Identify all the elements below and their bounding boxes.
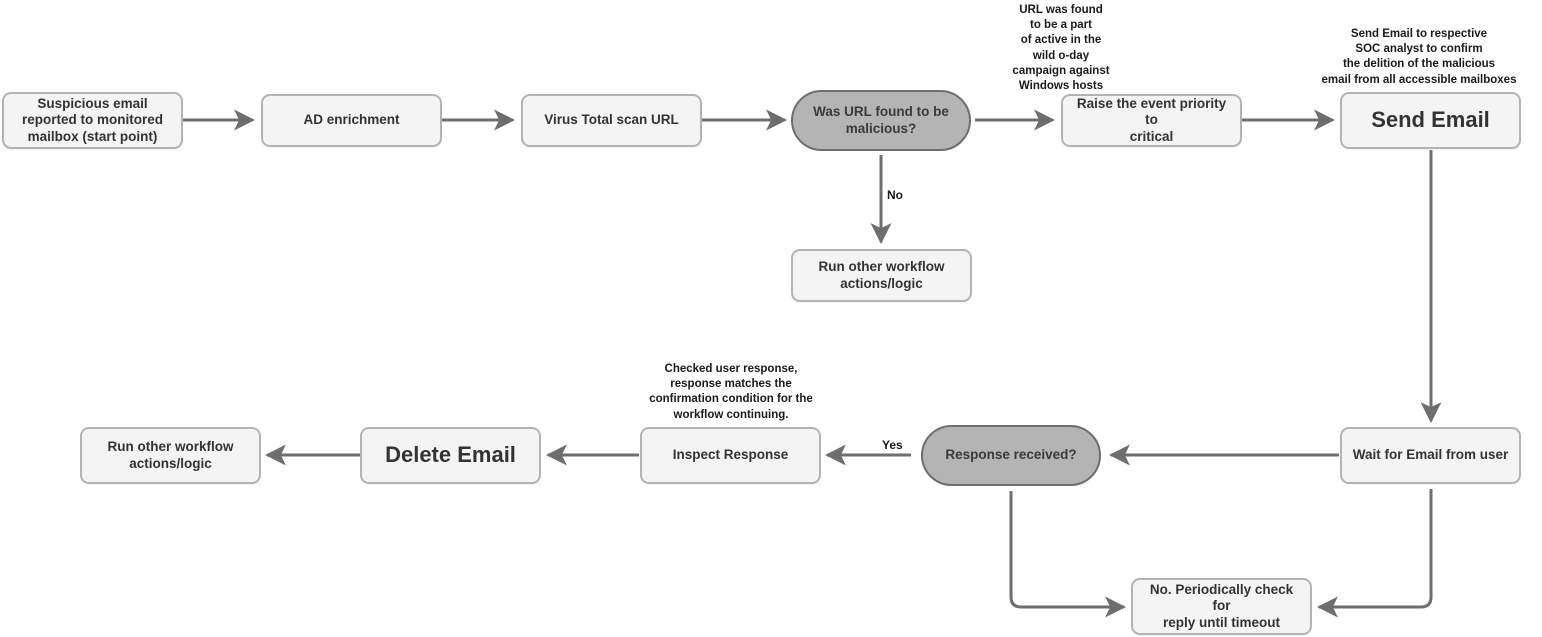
node-decision-response-received[interactable]: Response received? — [921, 425, 1101, 486]
node-timeout-periodic-check[interactable]: No. Periodically check for reply until t… — [1131, 578, 1312, 635]
node-label: Send Email — [1371, 107, 1490, 133]
edge-response-no-to-timeout — [1009, 491, 1127, 618]
edge-note-checked-user-response: Checked user response, response matches … — [649, 363, 813, 421]
node-virus-total-scan-url[interactable]: Virus Total scan URL — [521, 94, 702, 147]
edge-note-url-found: URL was found to be a part of active in … — [1012, 4, 1110, 92]
node-label: Suspicious email reported to monitored m… — [22, 95, 163, 144]
node-ad-enrichment[interactable]: AD enrichment — [261, 94, 442, 147]
node-wait-for-email[interactable]: Wait for Email from user — [1340, 427, 1521, 484]
node-label: Raise the event priority to critical — [1076, 95, 1227, 144]
node-label: No. Periodically check for reply until t… — [1149, 581, 1294, 630]
edge-label-yes: Yes — [882, 438, 903, 452]
node-label: Wait for Email from user — [1352, 447, 1509, 463]
edge-label-no: No — [887, 188, 903, 202]
node-label: Response received? — [945, 447, 1077, 463]
node-label: Inspect Response — [672, 447, 789, 463]
node-label: Run other workflow actions/logic — [107, 439, 234, 471]
node-label: Delete Email — [385, 442, 516, 468]
node-send-email[interactable]: Send Email — [1340, 92, 1521, 149]
edge-note-send-email-soc: Send Email to respective SOC analyst to … — [1321, 28, 1517, 86]
node-label: Was URL found to be malicious? — [813, 104, 949, 136]
node-label: Run other workflow actions/logic — [818, 259, 945, 291]
node-inspect-response[interactable]: Inspect Response — [640, 427, 821, 484]
node-run-other-workflow-bottom[interactable]: Run other workflow actions/logic — [80, 427, 261, 484]
edge-wait-to-timeout — [1316, 489, 1433, 618]
node-label: AD enrichment — [303, 112, 400, 128]
node-run-other-workflow-top[interactable]: Run other workflow actions/logic — [791, 249, 972, 302]
node-raise-event-priority[interactable]: Raise the event priority to critical — [1061, 94, 1242, 147]
node-decision-url-malicious[interactable]: Was URL found to be malicious? — [791, 90, 971, 151]
node-start-suspicious-email[interactable]: Suspicious email reported to monitored m… — [2, 92, 183, 149]
node-delete-email[interactable]: Delete Email — [360, 427, 541, 484]
node-label: Virus Total scan URL — [544, 112, 679, 128]
